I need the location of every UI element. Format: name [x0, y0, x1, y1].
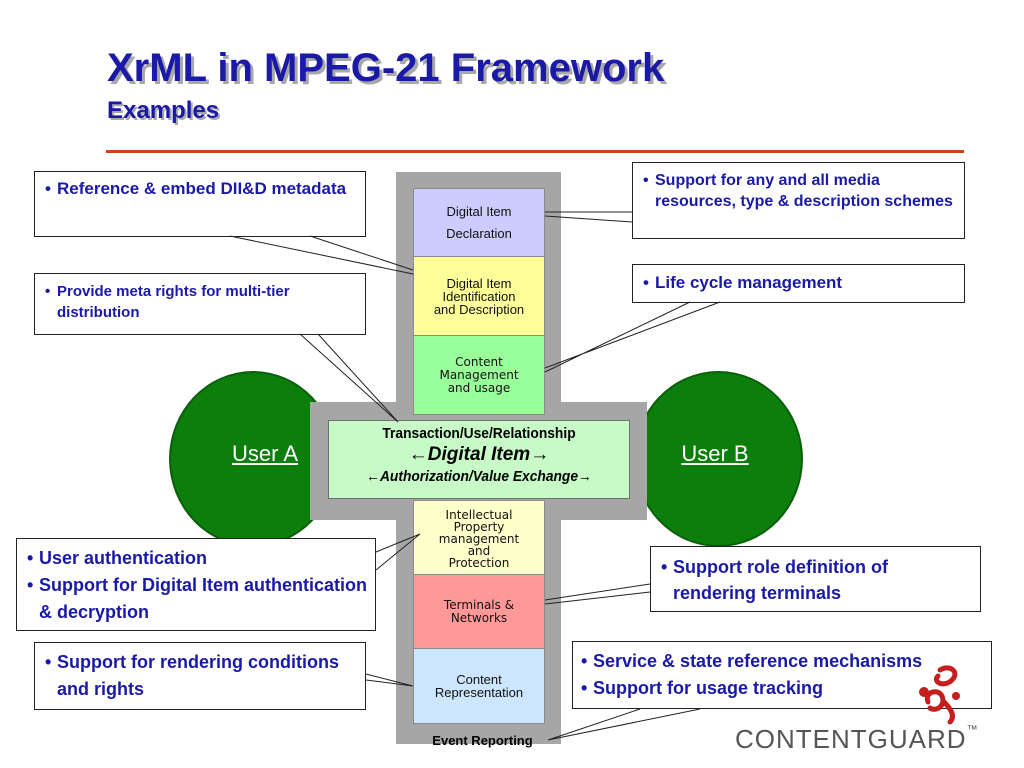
transaction-panel: Transaction/Use/Relationship ←Digital It… [328, 420, 630, 499]
callout-text: Provide meta rights for multi-tier distr… [43, 281, 357, 323]
callout-reference-embed: Reference & embed DII&D metadata [34, 171, 366, 237]
page-title: XrML in MPEG-21 Framework [107, 46, 665, 90]
user-b-circle [634, 371, 803, 547]
stack-terminals-networks: Terminals & Networks [413, 574, 545, 650]
callout-text: Support for Digital Item authentication … [25, 572, 367, 626]
callout-text: User authentication [25, 545, 367, 572]
stack-content-representation: Content Representation [413, 648, 545, 724]
event-reporting-label: Event Reporting [432, 733, 533, 748]
leader-media-support [544, 211, 633, 223]
title-divider [106, 150, 964, 153]
authorization-line: ←Authorization/Value Exchange→ [366, 468, 592, 485]
stack-digital-item-identification: Digital Item Identification and Descript… [413, 256, 545, 336]
leader-rendering-conditions [365, 673, 414, 687]
leader-reference-embed [229, 235, 414, 275]
leader-meta-rights [299, 333, 399, 423]
callout-role-definition: Support role definition of rendering ter… [650, 546, 981, 612]
leader-user-auth [375, 533, 421, 571]
callout-service-state: Service & state reference mechanisms Sup… [572, 641, 992, 709]
digital-item-line: ←Digital Item→ [408, 444, 550, 465]
callout-rendering-conditions: Support for rendering conditions and rig… [34, 642, 366, 710]
page-subtitle: Examples [107, 97, 220, 124]
stack-digital-item-declaration: Digital Item Declaration [413, 188, 545, 257]
callout-text: Support for rendering conditions and rig… [43, 649, 357, 703]
callout-text: Support for usage tracking [579, 675, 987, 702]
contentguard-wordmark: CONTENTGUARD [735, 724, 967, 754]
callout-media-support: Support for any and all media resources,… [632, 162, 965, 239]
user-a-label: User A [231, 441, 299, 466]
stack-ipmp: Intellectual Property management and Pro… [413, 500, 545, 576]
leader-life-cycle [544, 301, 721, 373]
callout-meta-rights: Provide meta rights for multi-tier distr… [34, 273, 366, 335]
leader-role-definition [544, 583, 651, 605]
callout-text: Support for any and all media resources,… [641, 170, 956, 212]
callout-user-auth: User authentication Support for Digital … [16, 538, 376, 631]
callout-text: Service & state reference mechanisms [579, 648, 987, 675]
contentguard-logo: CONTENTGUARD™ [735, 724, 979, 755]
callout-text: Reference & embed DII&D metadata [43, 178, 357, 200]
user-b-label: User B [681, 441, 749, 466]
leader-service-state [547, 708, 701, 741]
contentguard-mark-icon [919, 665, 960, 725]
callout-text: Support role definition of rendering ter… [659, 554, 972, 606]
callout-life-cycle: Life cycle management [632, 264, 965, 303]
stack-content-management: Content Management and usage [413, 335, 545, 415]
callout-text: Life cycle management [641, 272, 956, 294]
trademark-symbol: ™ [966, 724, 979, 736]
transaction-line: Transaction/Use/Relationship [382, 425, 576, 442]
